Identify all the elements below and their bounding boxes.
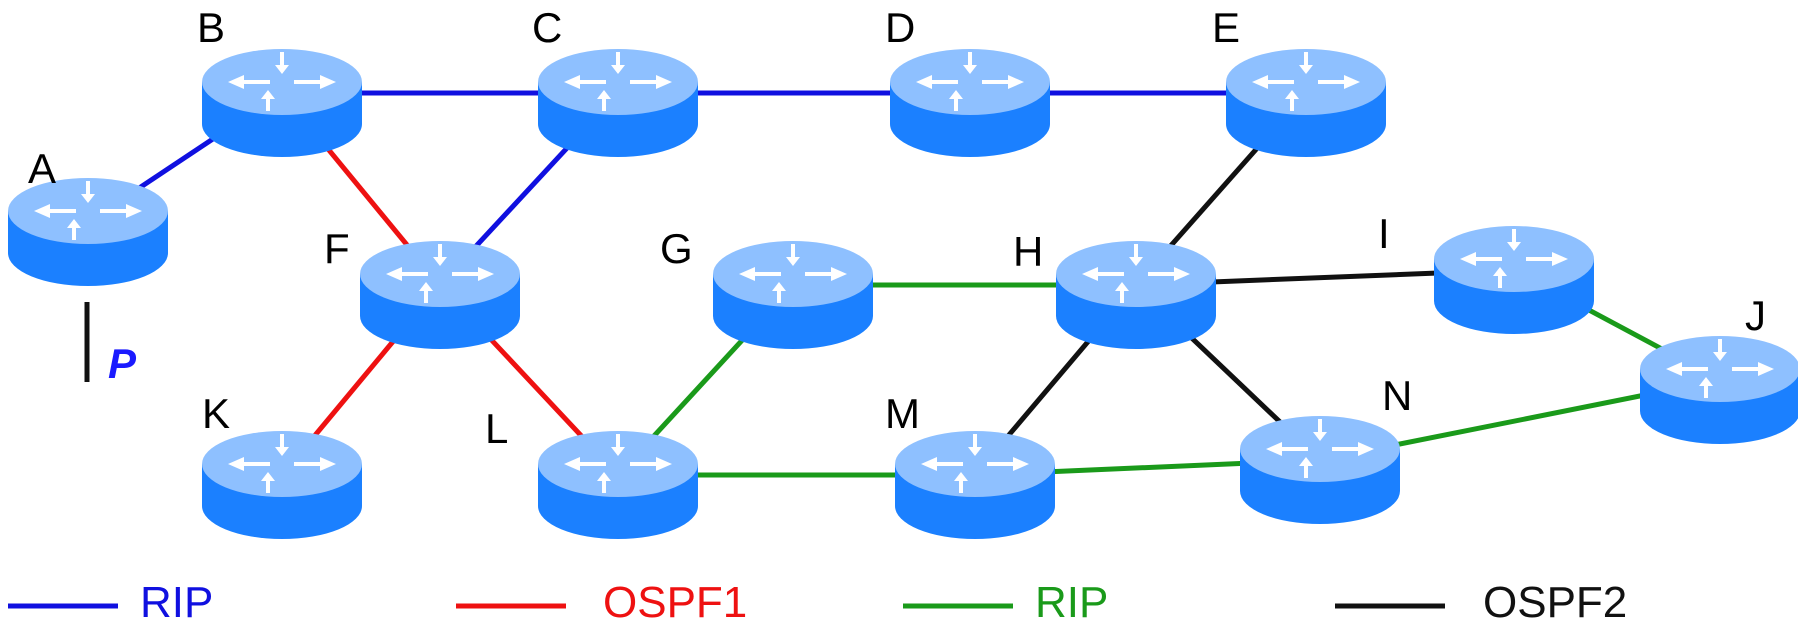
router-a[interactable] [8,178,168,286]
legend-item-rip2: RIP [903,578,1108,623]
router-label-f: F [324,225,350,272]
legend-label: RIP [1035,578,1108,623]
router-arrows-icon [1666,339,1774,398]
router-label-g: G [660,225,693,272]
router-label-j: J [1745,292,1766,339]
stub-layer: P [84,302,137,387]
router-k[interactable] [202,431,362,539]
router-b[interactable] [202,49,362,157]
legend-label: OSPF1 [603,578,747,623]
legend-label: RIP [140,578,213,623]
router-label-b: B [197,4,225,51]
legend-item-rip1: RIP [8,578,213,623]
router-l[interactable] [538,431,698,539]
router-label-a: A [28,145,56,192]
router-arrows-icon [1460,229,1568,288]
router-label-k: K [202,390,230,437]
router-label-m: M [885,390,920,437]
router-label-i: I [1378,210,1390,257]
router-label-l: L [485,405,508,452]
router-arrows-icon [34,181,142,240]
router-top [1434,226,1594,292]
router-label-h: H [1013,228,1043,275]
router-top [1056,241,1216,307]
router-arrows-icon [1252,52,1360,111]
router-top [202,431,362,497]
router-arrows-icon [228,52,336,111]
router-top [1640,336,1798,402]
router-arrows-icon [386,244,494,303]
router-top [895,431,1055,497]
router-label-d: D [885,4,915,51]
router-label-e: E [1212,4,1240,51]
router-top [1226,49,1386,115]
router-top [538,431,698,497]
router-i[interactable] [1434,226,1594,334]
router-c[interactable] [538,49,698,157]
router-arrows-icon [739,244,847,303]
router-label-n: N [1382,372,1412,419]
router-arrows-icon [1082,244,1190,303]
stub-network-label: P [108,340,137,387]
router-top [360,241,520,307]
router-m[interactable] [895,431,1055,539]
legend-label: OSPF2 [1483,578,1627,623]
router-g[interactable] [713,241,873,349]
legend-item-ospf1: OSPF1 [456,578,747,623]
router-arrows-icon [916,52,1024,111]
router-top [713,241,873,307]
router-arrows-icon [564,52,672,111]
router-e[interactable] [1226,49,1386,157]
router-labels-layer: A B C D E F G H I J K L M N [28,4,1766,452]
router-j[interactable] [1640,336,1798,444]
router-arrows-icon [921,434,1029,493]
router-h[interactable] [1056,241,1216,349]
legend-item-ospf2: OSPF2 [1335,578,1627,623]
router-top [202,49,362,115]
router-top [538,49,698,115]
router-f[interactable] [360,241,520,349]
router-arrows-icon [228,434,336,493]
router-label-c: C [532,4,562,51]
router-arrows-icon [564,434,672,493]
router-n[interactable] [1240,416,1400,524]
router-top [1240,416,1400,482]
routers-layer [8,49,1798,539]
router-d[interactable] [890,49,1050,157]
router-top [890,49,1050,115]
legend: RIP OSPF1 RIP OSPF2 [8,578,1627,623]
router-top [8,178,168,244]
router-arrows-icon [1266,419,1374,478]
